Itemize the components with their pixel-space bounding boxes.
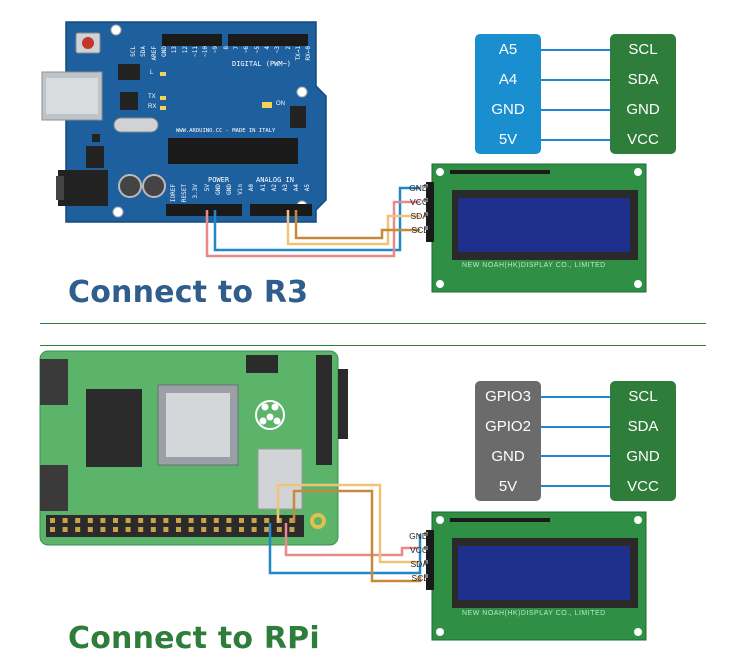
lcd2-conn-vcc: VCC — [410, 545, 428, 555]
wires-section1 — [205, 49, 610, 258]
arduino-power-label: POWER — [208, 176, 230, 184]
arduino-pin-5v: 5V — [498, 131, 518, 148]
arduino-pin-box: A5 A4 GND 5V — [475, 34, 541, 154]
rpi-board — [39, 350, 348, 546]
arduino-pin-a5: A5 — [498, 41, 518, 58]
rpi-pin-gnd: GND — [491, 448, 525, 465]
arduino-led-l: L — [150, 70, 154, 76]
lcd1-pin-sda: SDA — [627, 71, 659, 88]
arduino-digital-label: DIGITAL (PWM~) — [232, 60, 292, 68]
lcd1-conn-gnd: GND — [409, 183, 428, 193]
lcd2-pin-scl: SCL — [628, 388, 658, 405]
rpi-pin-5v: 5V — [498, 478, 518, 495]
lcd2-conn-gnd: GND — [409, 531, 428, 541]
arduino-pin-gnd: GND — [491, 101, 525, 118]
section2-title: Connect to RPi — [68, 621, 320, 656]
lcd1-conn-sda: SDA — [410, 211, 428, 221]
lcd-pin-box-2: SCL SDA GND VCC — [610, 381, 676, 501]
lcd1-pin-scl: SCL — [628, 41, 658, 58]
wires-section2 — [268, 396, 610, 583]
lcd2-pin-vcc: VCC — [627, 478, 659, 495]
arduino-led-rx: RX — [148, 104, 157, 110]
arduino-url: WWW.ARDUINO.CC - MADE IN ITALY — [176, 128, 276, 134]
divider-bottom — [40, 345, 706, 346]
divider-top — [40, 323, 706, 324]
arduino-led-on: ON — [276, 101, 285, 107]
lcd1-conn-scl: SCL — [411, 225, 428, 235]
lcd1-conn-vcc: VCC — [410, 197, 428, 207]
rpi-pin-gpio3: GPIO3 — [485, 388, 531, 405]
lcd-module-2 — [424, 511, 647, 641]
section-rpi: GPIO3 GPIO2 GND 5V SCL SDA GND VCC NEW N… — [0, 345, 750, 665]
arduino-board — [41, 21, 327, 223]
lcd2-pin-gnd: GND — [626, 448, 660, 465]
section-arduino: DIGITAL (PWM~) WWW.ARDUINO.CC - MADE IN … — [0, 0, 750, 320]
arduino-pin-a4: A4 — [498, 71, 518, 88]
lcd2-conn-sda: SDA — [410, 559, 428, 569]
lcd2-pin-sda: SDA — [627, 418, 659, 435]
lcd-module-1 — [424, 163, 647, 293]
rpi-pin-box: GPIO3 GPIO2 GND 5V — [475, 381, 541, 501]
lcd-pin-box-1: SCL SDA GND VCC — [610, 34, 676, 154]
lcd1-brand: NEW NOAH(HK)DISPLAY CO., LIMITED — [462, 262, 606, 269]
arduino-analog-label: ANALOG IN — [256, 176, 294, 184]
lcd2-conn-scl: SCL — [411, 573, 428, 583]
lcd1-pin-gnd: GND — [626, 101, 660, 118]
rpi-pin-gpio2: GPIO2 — [485, 418, 531, 435]
lcd1-pin-vcc: VCC — [627, 131, 659, 148]
lcd2-brand: NEW NOAH(HK)DISPLAY CO., LIMITED — [462, 610, 606, 617]
arduino-led-tx: TX — [148, 94, 156, 100]
section1-title: Connect to R3 — [68, 275, 309, 310]
